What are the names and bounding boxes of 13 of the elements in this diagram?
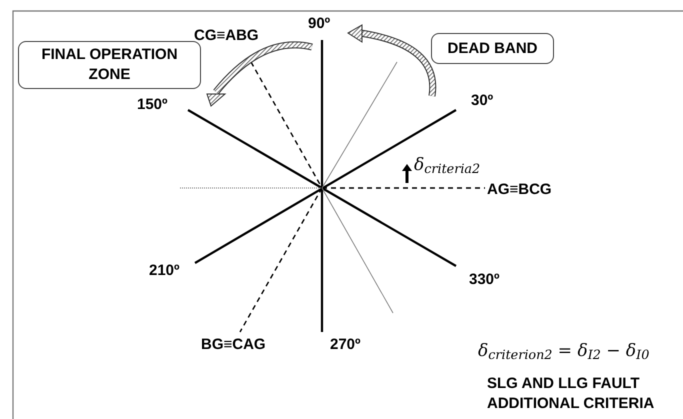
text-label: SLG AND LLG FAULT ADDITIONAL CRITERIA <box>487 374 656 414</box>
text-label: 330º <box>469 270 500 290</box>
text-label: 90º <box>308 14 330 34</box>
text-label: 210º <box>149 261 180 281</box>
text-label: AG≡BCG <box>487 180 552 200</box>
formula-label: δ$_{criteria2}$ <box>414 154 480 176</box>
text-label: 30º <box>471 91 494 111</box>
rounded-label-box: DEAD BAND <box>431 33 554 64</box>
text-label: 150º <box>137 95 168 115</box>
formula-label: δ$_{criterion2}$ = δ$_{I2}$ − δ$_{I0}$ <box>478 340 650 362</box>
text-label: 270º <box>330 335 361 355</box>
text-label: BG≡CAG <box>201 335 266 355</box>
rounded-label-box: FINAL OPERATION ZONE <box>18 41 201 89</box>
